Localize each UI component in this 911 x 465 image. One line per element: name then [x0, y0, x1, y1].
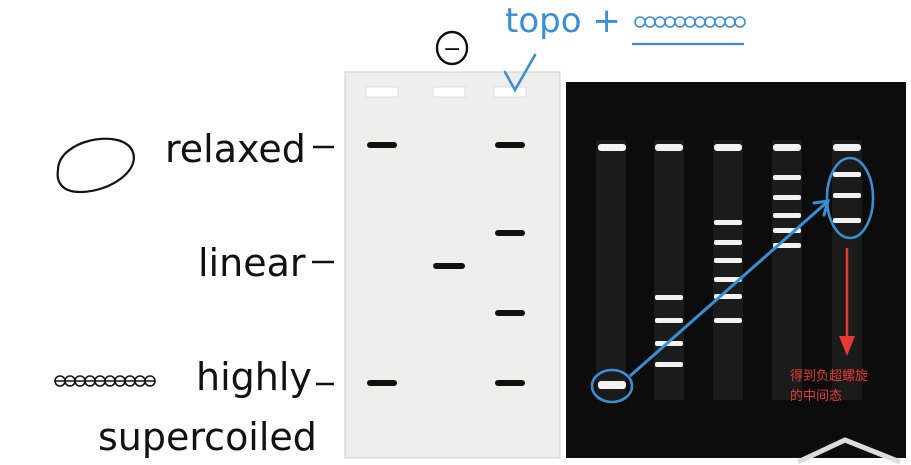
- label-minus: −: [443, 37, 461, 62]
- topo-coil-icon: [634, 16, 746, 28]
- note-line-2: 的中间态: [790, 388, 842, 404]
- watermark-icon: [796, 437, 901, 465]
- supercoiled-coil-icon: [54, 375, 156, 387]
- migration-arrow-head-icon: [812, 199, 831, 217]
- band-relaxed-lane-1: [367, 142, 397, 148]
- band-intermediate-2-lane-3: [495, 310, 525, 316]
- label-topo: topo +: [505, 1, 621, 41]
- highlight-supercoiled-circle: [590, 368, 634, 404]
- well-lane-1: [365, 86, 399, 98]
- minus-circle-icon: [435, 30, 469, 66]
- migration-arrow: [629, 201, 827, 378]
- gel-lanes: [596, 140, 862, 400]
- note-line-1: 得到负超螺旋: [790, 368, 868, 384]
- band-linear-lane-2: [433, 263, 465, 269]
- relaxed-circle-icon: [56, 137, 135, 194]
- label-supercoiled: supercoiled: [98, 415, 317, 459]
- label-highly: highly: [196, 355, 312, 399]
- band-supercoiled-lane-1: [367, 380, 397, 386]
- well-lane-2: [432, 86, 466, 98]
- band-supercoiled-lane-3: [495, 380, 525, 386]
- red-arrow-head-icon: [839, 336, 855, 356]
- topo-arrow-icon: [503, 53, 537, 93]
- well-lane-3: [493, 86, 527, 98]
- label-linear: linear: [198, 241, 306, 285]
- label-relaxed: relaxed: [165, 127, 306, 171]
- highlight-intermediate-circle: [825, 156, 875, 240]
- band-relaxed-lane-3: [495, 142, 525, 148]
- band-intermediate-1-lane-3: [495, 230, 525, 236]
